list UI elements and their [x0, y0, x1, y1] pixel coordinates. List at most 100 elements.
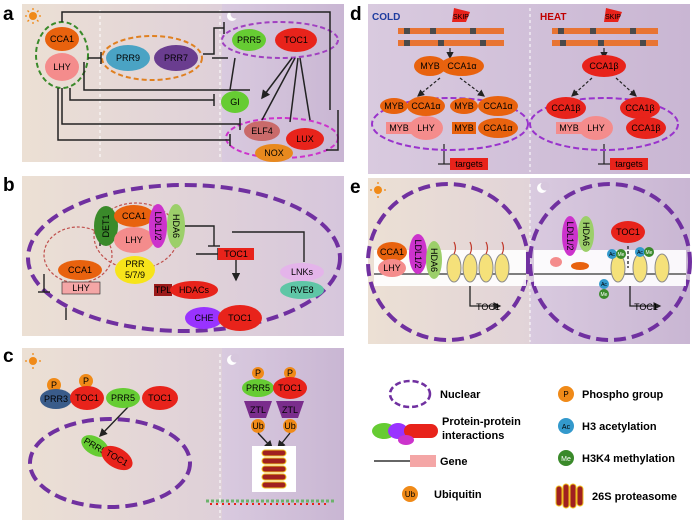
p-label-4: P: [287, 368, 293, 378]
cca1b-2-label: CCA1β: [625, 103, 654, 113]
cca1a-2-label: CCA1α: [483, 101, 512, 111]
targets-1-label: targets: [455, 159, 483, 169]
hda6-left-label-e: HDA6: [429, 248, 439, 272]
cold-complex-outline: [371, 97, 529, 151]
lhy-label-b: LHY: [125, 235, 143, 245]
panel-label-a: a: [3, 4, 14, 25]
panel-label-b: b: [3, 175, 15, 196]
toc1-b-label-c: TOC1: [148, 393, 172, 403]
lux-label: LUX: [296, 134, 314, 144]
legend-nuclear-symbol: [388, 379, 432, 409]
me-mark-3: Me: [601, 292, 608, 298]
ovals-a: CCA1 LHY PRR9 PRR7 PRR5 TOC1 GI ELF4 LUX…: [45, 27, 324, 162]
prr3-label-c: PRR3: [44, 394, 68, 404]
heat-label: HEAT: [540, 12, 566, 23]
toc1-right-label-e: TOC1: [616, 227, 640, 237]
cca1a-1-label: CCA1α: [411, 101, 440, 111]
sun-icon: [25, 8, 41, 24]
hda6-label-b: HDA6: [171, 214, 181, 238]
panel-b: b DET1 CCA1 LHY LDL1/2 HDA6 CCA1: [3, 175, 344, 336]
legend-ubiquitin-symbol: [402, 486, 418, 502]
ztl-2-label-c: ZTL: [282, 405, 298, 415]
cca1b-3-label: CCA1β: [631, 123, 660, 133]
legend-gene-box: [410, 455, 436, 467]
legend-gene-label: Gene: [440, 456, 468, 468]
prr7-label: PRR7: [164, 53, 188, 63]
legend-phospho-symbol: [558, 386, 574, 402]
ldl12-left-label-e: LDL1/2: [413, 239, 423, 268]
legend-proteasome-icon: [555, 483, 584, 509]
hdacs-label-b: HDACs: [179, 285, 210, 295]
lhy-low-label-b: LHY: [72, 283, 90, 293]
cca1-label-e: CCA1: [380, 247, 404, 257]
prr5-a-label-c: PRR5: [111, 393, 135, 403]
panel-c: c P P PRR3 TOC1 PRR5 TOC1 PRR5 TOC1: [3, 346, 344, 520]
legend-proteasome-label: 26S proteasome: [592, 491, 677, 503]
nox-label: NOX: [264, 148, 284, 158]
lnks-label-b: LNKs: [291, 267, 314, 277]
moon-icon-e: [537, 181, 550, 193]
che-label-b: CHE: [194, 313, 213, 323]
panel-e: e: [350, 177, 692, 344]
legend-me-symbol: [558, 450, 574, 466]
rve8-label-b: RVE8: [290, 285, 313, 295]
lhy5-label: LHY: [587, 123, 605, 133]
panel-label-c: c: [3, 346, 14, 367]
cca1-lhy-outline-b: [43, 226, 113, 284]
p-label-2: P: [83, 376, 89, 386]
myb3-label: MYB: [389, 123, 409, 133]
legend-ppi-label-2: interactions: [442, 430, 504, 442]
toc1-a-label-c: TOC1: [75, 393, 99, 403]
skip-label-2: SKIP: [605, 14, 621, 21]
ovals-d: MYB CCA1α CCA1β MYB CCA1α MYB CCA1α MYB …: [380, 55, 666, 170]
myb5-label: MYB: [559, 123, 579, 133]
ovals-b: DET1 CCA1 LHY LDL1/2 HDA6 CCA1 LHY PRR 5…: [58, 204, 324, 331]
ac-mark-1: Ac: [609, 252, 615, 258]
nuclear-outline-b: [26, 183, 342, 333]
prr9-prr7-outline: [101, 35, 203, 81]
me-mark-1: Me: [618, 252, 625, 258]
ovals-e: CCA1 LHY LDL1/2 HDA6 TOC1 LDL1/2 HDA6 TO…: [377, 216, 658, 312]
cca1-label: CCA1: [50, 34, 74, 44]
lhy-label-e: LHY: [383, 263, 401, 273]
cca1b-1-label: CCA1β: [551, 103, 580, 113]
cca1a-4-label: CCA1α: [483, 123, 512, 133]
lhy-label: LHY: [53, 62, 71, 72]
sun-icon-c: [25, 353, 41, 369]
ub-1-label-c: Ub: [252, 421, 264, 431]
ldl12-label-b: LDL1/2: [153, 211, 163, 240]
legend-ac-symbol: [558, 418, 574, 434]
legend-ppi-symbol: [372, 423, 438, 445]
panel-label-d: d: [350, 4, 362, 25]
myb4-label: MYB: [454, 123, 474, 133]
cca1a-top-label: CCA1α: [447, 61, 476, 71]
tpl-label-b: TPL: [155, 285, 172, 295]
legend-me-text: Me: [561, 456, 571, 463]
ztl-1-label-c: ZTL: [250, 405, 266, 415]
heat-complex-outline: [529, 97, 679, 151]
skip-label-1: SKIP: [453, 14, 469, 21]
legend-h3k4-label: H3K4 methylation: [582, 453, 675, 465]
prr9-label: PRR9: [116, 53, 140, 63]
p-label-3: P: [255, 368, 261, 378]
ac-mark-2: Ac: [637, 250, 643, 256]
legend-ub-text: Ub: [405, 490, 416, 499]
toc1-label-b: TOC1: [228, 313, 252, 323]
mrna-strands-heat: [552, 28, 658, 46]
prr-label-b: PRR: [125, 259, 145, 269]
elf4-label: ELF4: [251, 126, 273, 136]
legend-ubiquitin-label: Ubiquitin: [434, 489, 482, 501]
panel-label-e: e: [350, 177, 361, 198]
legend-ppi-label-1: Protein-protein: [442, 416, 521, 428]
legend: Nuclear Protein-protein interactions Gen…: [372, 379, 677, 509]
toc1-gene-left-label-e: TOC1: [476, 302, 500, 312]
hda6-right-label-e: HDA6: [581, 222, 591, 246]
moon-icon-c: [227, 353, 240, 365]
legend-h3ac-label: H3 acetylation: [582, 421, 657, 433]
legend-nuclear-label: Nuclear: [440, 389, 481, 401]
legend-ac-text: Ac: [562, 424, 571, 431]
lhy3-label: LHY: [417, 123, 435, 133]
ovals-c: P P PRR3 TOC1 PRR5 TOC1 PRR5 TOC1 P P PR…: [40, 367, 307, 471]
prr-sub-label-b: 5/7/9: [125, 270, 145, 280]
